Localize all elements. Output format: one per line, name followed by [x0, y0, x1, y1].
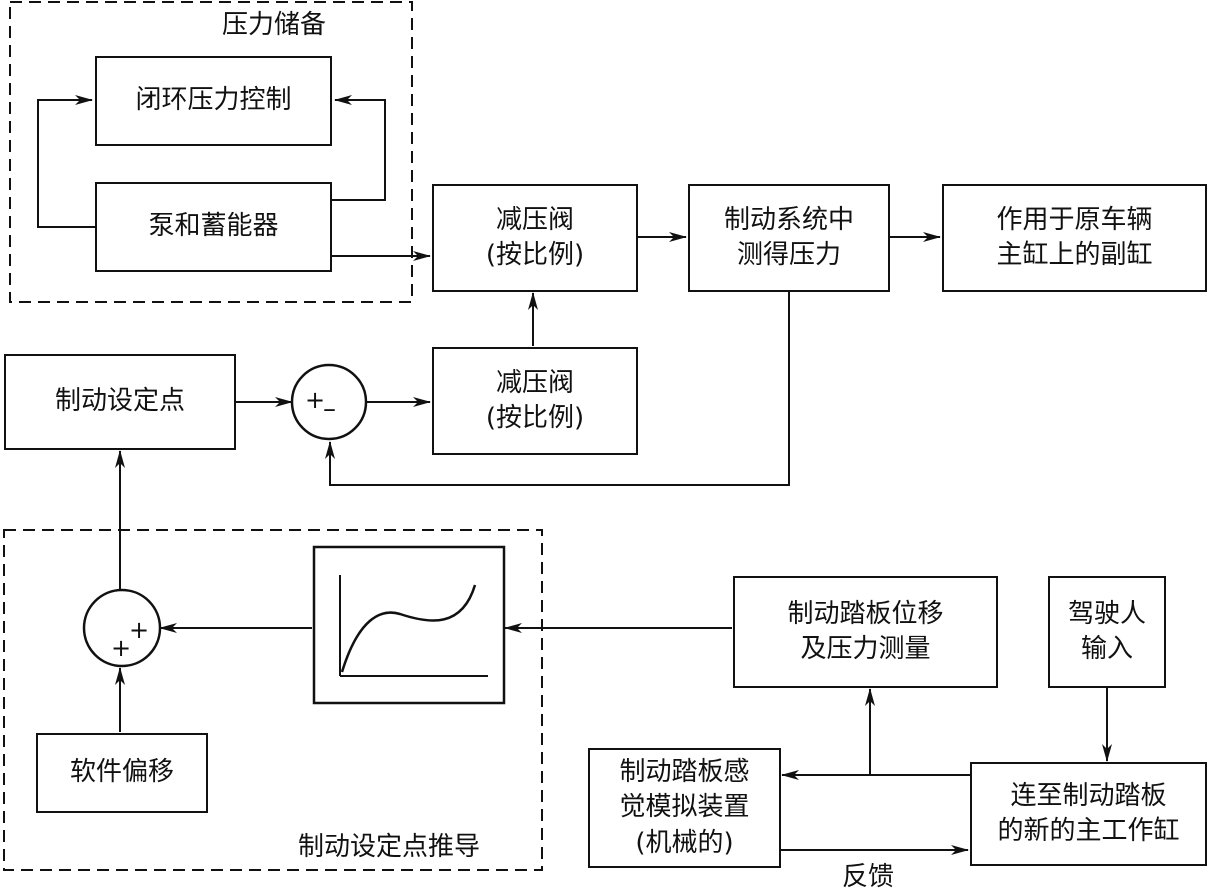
driver-line2: 输入 [1080, 634, 1133, 664]
pedal-measure-line1: 制动踏板位移 [787, 598, 944, 629]
pump-accumulator-label: 泵和蓄能器 [148, 211, 279, 242]
driver-line1: 驾驶人 [1067, 598, 1146, 629]
pressure-reducing-valve-mid: 减压阀 (按比例) [432, 347, 638, 455]
new-master-line2: 的新的主工作缸 [997, 816, 1180, 846]
pedal-characteristic-box [312, 545, 506, 705]
sum-junction-bottom [82, 588, 162, 668]
pedal-feel-line3: (机械的) [635, 827, 734, 858]
sum-bottom-plus-left: + [111, 634, 132, 662]
pedal-measure-line2: 及压力测量 [800, 634, 931, 664]
sum-bottom-plus-right: + [129, 616, 150, 644]
arrow-pump-to-loop-right [332, 95, 386, 201]
pressure-storage-region [9, 1, 413, 303]
pedal-displacement-measurement: 制动踏板位移 及压力测量 [733, 576, 998, 688]
valve-mid-line1: 减压阀 [495, 367, 574, 398]
valve-top-line1: 减压阀 [495, 204, 574, 235]
valve-mid-line2: (按比例) [485, 403, 585, 433]
pedal-feel-line1: 制动踏板感 [619, 757, 750, 788]
sum-junction-top [290, 363, 368, 441]
pressure-storage-title: 压力储备 [222, 10, 327, 40]
pedal-feel-simulator: 制动踏板感 觉模拟装置 (机械的) [588, 748, 781, 868]
secondary-line2: 主缸上的副缸 [996, 240, 1153, 270]
setpoint-derivation-region [3, 529, 543, 871]
measured-line2: 测得压力 [736, 240, 841, 270]
driver-input: 驾驶人 输入 [1048, 576, 1166, 688]
pressure-reducing-valve-top: 减压阀 (按比例) [432, 184, 638, 292]
setpoint-derivation-title: 制动设定点推导 [298, 832, 481, 862]
secondary-cylinder: 作用于原车辆 主缸上的副缸 [942, 184, 1207, 292]
new-master-line1: 连至制动踏板 [1010, 780, 1167, 811]
measured-pressure: 制动系统中 测得压力 [688, 184, 890, 292]
arrow-pressure-feedback [325, 291, 790, 486]
setpoint-label: 制动设定点 [54, 386, 185, 417]
software-offset-label: 软件偏移 [69, 757, 174, 788]
characteristic-curve-plot [339, 575, 488, 677]
new-master-cylinder: 连至制动踏板 的新的主工作缸 [970, 762, 1207, 866]
secondary-line1: 作用于原车辆 [996, 204, 1153, 235]
sum-top-minus: – [323, 394, 336, 424]
software-offset: 软件偏移 [36, 733, 208, 813]
sum-top-plus: + [305, 386, 326, 414]
closed-loop-pressure-control: 闭环压力控制 [95, 56, 332, 146]
pedal-feel-line2: 觉模拟装置 [619, 792, 750, 823]
feedback-label: 反馈 [842, 862, 895, 892]
closed-loop-label: 闭环压力控制 [135, 85, 292, 116]
brake-setpoint: 制动设定点 [4, 354, 236, 450]
pump-accumulator: 泵和蓄能器 [95, 182, 332, 272]
valve-top-line2: (按比例) [485, 240, 585, 270]
arrow-pump-to-loop-left [37, 95, 95, 228]
measured-line1: 制动系统中 [723, 204, 854, 235]
